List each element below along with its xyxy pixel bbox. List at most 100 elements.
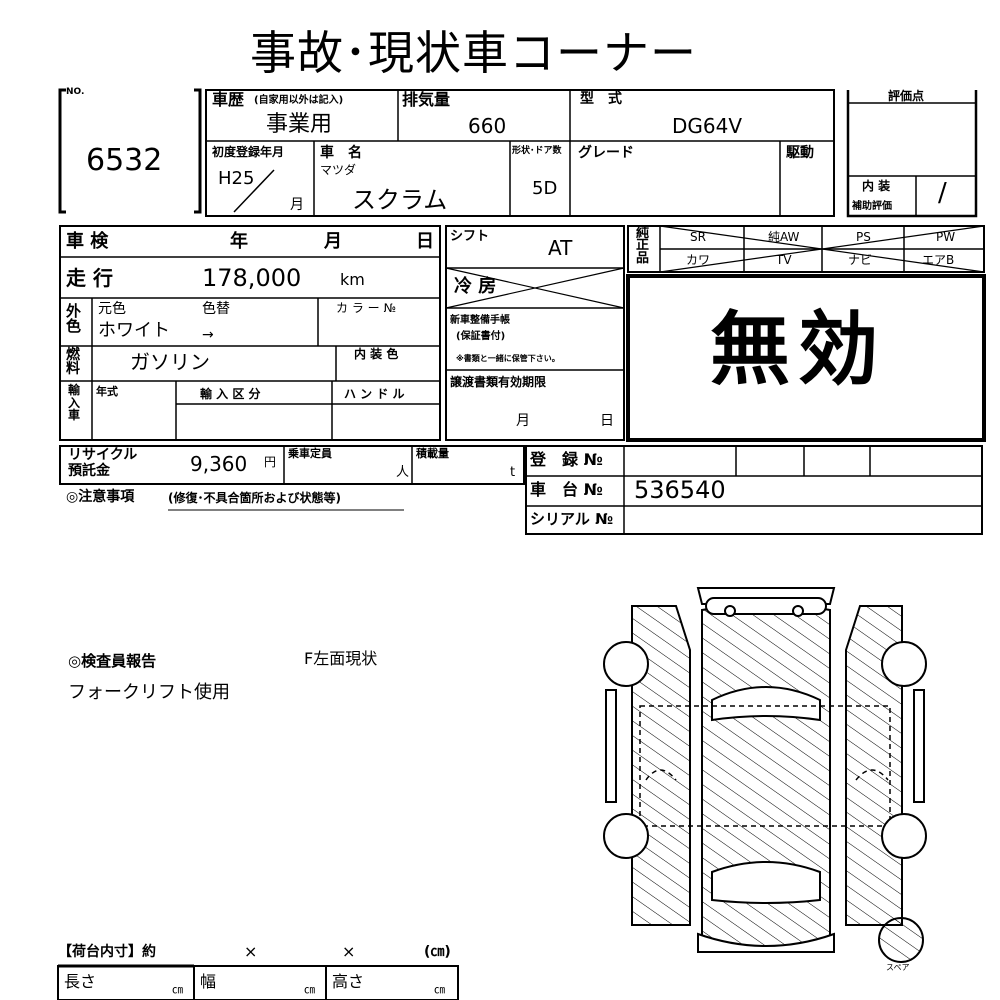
equip-leather: カワ <box>686 253 711 267</box>
chassis-label: 車 台 № <box>530 480 603 499</box>
import-label: 輸入車 <box>68 383 81 423</box>
history-value: 事業用 <box>266 112 333 137</box>
fuel-value: ガソリン <box>130 350 210 374</box>
mileage-unit: km <box>340 270 365 289</box>
equip-pw: PW <box>936 230 956 244</box>
reg-no-label: 登 録 № <box>530 450 603 469</box>
capacity-unit: 人 <box>396 465 410 480</box>
color-side-label: 外色 <box>66 302 82 335</box>
displacement-value: 660 <box>468 114 507 138</box>
forklift-note: フォークリフト使用 <box>68 682 230 703</box>
history-note: (自家用以外は記入) <box>254 95 344 106</box>
rating-interior-label: 内 装 <box>862 179 891 193</box>
first-reg-label: 初度登録年月 <box>212 145 285 159</box>
serial-label: シリアル № <box>530 510 614 528</box>
first-reg-slash <box>233 169 275 213</box>
car-name-value: スクラム <box>352 186 448 214</box>
first-reg-year: H25 <box>218 168 255 189</box>
shaken-year-unit: 年 <box>230 231 248 252</box>
equip-ps: PS <box>856 230 871 244</box>
windscreen <box>711 861 821 904</box>
color-arrow: → <box>202 327 214 343</box>
recycle-label-2: 預託金 <box>68 463 110 479</box>
cargo-x1: × <box>244 942 258 961</box>
shift-value: AT <box>548 236 573 260</box>
history-label: 車歴 <box>212 90 245 109</box>
cargo-label: 【荷台内寸】約 <box>58 944 156 960</box>
cargo-width-unit: ㎝ <box>304 983 315 996</box>
genuine-label: 純正品 <box>636 226 650 266</box>
wheel-front-left <box>603 813 649 859</box>
color-no-label: カ ラ ー № <box>336 301 396 315</box>
drive-label: 駆動 <box>786 145 814 161</box>
repaint-label: 色替 <box>202 301 230 317</box>
recycle-value: 9,360 <box>190 452 248 476</box>
f-note: F左面現状 <box>304 649 378 668</box>
equip-aw: 純AW <box>768 230 800 244</box>
shaken-month-unit: 月 <box>324 231 342 252</box>
orig-color-label: 元色 <box>98 301 126 317</box>
rating-aux-label: 補助評価 <box>852 201 892 212</box>
equip-tv: TV <box>776 253 792 267</box>
invalid-stamp: 無効 <box>710 303 886 396</box>
fuel-label: 燃料 <box>66 347 80 377</box>
color-value: ホワイト <box>98 320 170 341</box>
grade-label: グレード <box>578 145 634 161</box>
shaken-label: 車 検 <box>66 231 109 252</box>
cargo-width-label: 幅 <box>200 972 217 991</box>
manual-note: ※書類と一緒に保管下さい。 <box>456 354 560 363</box>
rating-label: 評価点 <box>888 89 925 103</box>
capacity-label: 乗車定員 <box>288 447 332 460</box>
shift-label: シフト <box>450 229 490 244</box>
load-label: 積載量 <box>416 447 449 460</box>
notes-label: ◎注意事項 <box>66 489 135 505</box>
recycle-unit: 円 <box>264 455 277 469</box>
model-label: 型 式 <box>580 91 622 107</box>
cargo-unit: (㎝) <box>424 944 451 960</box>
load-unit: t <box>510 465 516 480</box>
mileage-value: 178,000 <box>202 264 302 292</box>
rear-window <box>711 686 821 722</box>
wheel-front-right <box>881 813 927 859</box>
transfer-label: 譲渡書類有効期限 <box>450 375 547 389</box>
front-bumper <box>697 932 835 953</box>
spare-tire <box>878 917 924 963</box>
inspector-report-label: ◎検査員報告 <box>68 652 157 670</box>
manual-label-2: (保証書付) <box>456 331 506 342</box>
equip-sr: SR <box>690 230 706 244</box>
shaken-day-unit: 日 <box>416 231 434 252</box>
chassis-value: 536540 <box>634 476 726 504</box>
maker-value: マツダ <box>320 163 357 177</box>
recycle-label-1: リサイクル <box>68 447 138 463</box>
no-label: NO. <box>66 87 85 97</box>
cargo-x2: × <box>342 942 356 961</box>
interior-color-label: 内 装 色 <box>354 347 399 361</box>
spare-label: スペア <box>886 963 910 972</box>
no-value: 6532 <box>86 143 163 178</box>
equip-airbag: エアB <box>922 253 955 267</box>
rating-interior-value: / <box>938 178 947 208</box>
displacement-label: 排気量 <box>402 90 451 109</box>
mileage-label: 走 行 <box>66 266 113 290</box>
handle-label: ハ ン ド ル <box>344 387 405 401</box>
wheel-rear-left <box>603 641 649 687</box>
cargo-height-label: 高さ <box>332 972 365 991</box>
notes-sub: (修復･不具合箇所および状態等) <box>168 491 341 505</box>
transfer-day: 日 <box>600 413 614 429</box>
import-class-label: 輸 入 区 分 <box>200 387 261 401</box>
model-year-label: 年式 <box>96 385 118 398</box>
page-title: 事故･現状車コーナー <box>250 26 697 80</box>
equip-navi: ナビ <box>848 253 873 267</box>
manual-label-1: 新車整備手帳 <box>450 315 510 326</box>
wheel-rear-right <box>881 641 927 687</box>
car-name-label: 車 名 <box>320 145 362 161</box>
cargo-length-unit: ㎝ <box>172 983 183 996</box>
ac-label: 冷 房 <box>454 276 497 297</box>
transfer-month: 月 <box>516 413 530 429</box>
doors-value: 5D <box>532 178 558 199</box>
first-reg-month-unit: 月 <box>290 197 304 213</box>
shape-doors-label: 形状･ドア数 <box>512 146 562 156</box>
cargo-length-label: 長さ <box>64 972 97 991</box>
